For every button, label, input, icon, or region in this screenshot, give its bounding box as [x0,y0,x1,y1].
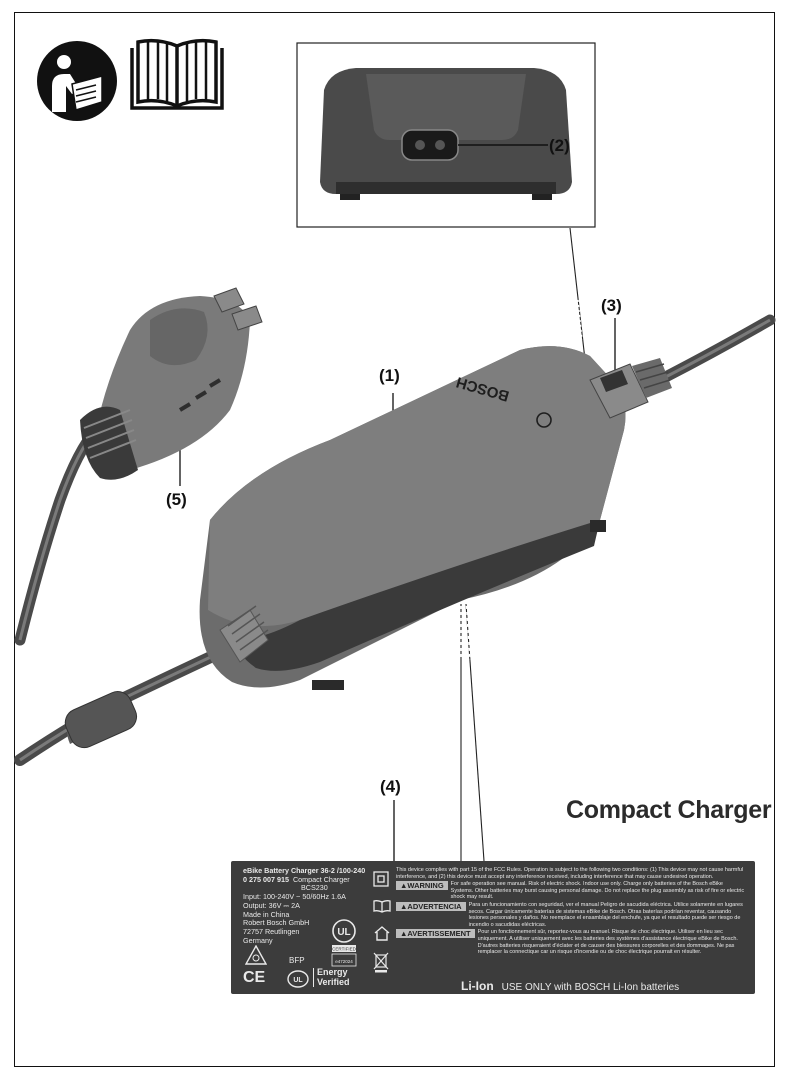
label-part-row: 0 275 007 915 Compact Charger [243,874,371,885]
weee-bin-icon [373,952,389,973]
callout-5: (5) [166,490,187,509]
label-product-name: Compact Charger [292,874,350,884]
warning-badge-es: ▲ADVERTENCIA [396,901,466,911]
ul-num-text: e472024 [335,959,353,964]
page-border [14,12,775,1067]
label-output: Output: 36V ⎓ 2A [243,900,300,910]
manual-book-icon [373,900,391,913]
ul-sub-text: CERTIFIED [332,947,356,952]
battery-note: USE ONLY with BOSCH Li-Ion batteries [501,982,680,993]
label-company: Robert Bosch GmbH [243,918,310,928]
energy-line-1: Energy [317,967,348,977]
callout-4: (4) [380,777,401,796]
double-insulation-icon [373,871,389,887]
callout-1: (1) [379,366,400,385]
warning-text-en: For safe operation see manual. Risk of e… [450,881,745,901]
warning-row-es: ▲ADVERTENCIA Para un funcionamiento con … [396,901,746,928]
battery-type: Li-Ion [461,979,494,993]
warning-row-fr: ▲AVERTISSEMENT Pour un fonctionnement sû… [396,929,746,955]
label-model: BCS230 [301,883,328,893]
book-icon [130,38,224,110]
callout-2: (2) [549,136,570,155]
warning-text-es: Para un funcionamiento con seguridad, ve… [468,901,743,928]
label-warnings: This device complies with part 15 of the… [396,867,746,956]
callout-3: (3) [601,296,622,315]
energy-verified: Energy Verified [313,967,350,987]
ce-mark: CE [243,969,266,986]
ul-text: UL [337,927,350,938]
label-spec-block: eBike Battery Charger 36-2 /100-240 0 27… [243,866,371,945]
label-bfp: BFP [289,956,305,965]
warning-text-fr: Pour un fonctionnement sûr, reportez-vou… [477,929,738,956]
charger-illustration: BOSCH [14,287,776,766]
indoor-use-icon [374,926,390,941]
rating-label: eBike Battery Charger 36-2 /100-240 0 27… [231,861,755,994]
label-product-line: eBike Battery Charger 36-2 /100-240 [243,866,366,875]
read-manual-icon [37,41,117,121]
label-country: Germany [243,935,273,945]
warning-badge-en: ▲WARNING [396,881,448,891]
warning-badge-fr: ▲AVERTISSEMENT [396,929,475,939]
label-address: 72757 Reutlingen [243,926,300,936]
ul-energy-icon: UL [287,970,309,988]
ul-certified-icon: UL CERTIFIED e472024 [331,919,357,967]
label-icon-column [373,867,393,973]
fcc-statement: This device complies with part 15 of the… [396,867,744,880]
battery-note-row: Li-Ion USE ONLY with BOSCH Li-Ion batteri… [461,979,679,993]
triangle-mark-icon [245,945,267,965]
label-part-number: 0 275 007 915 [243,874,289,884]
label-input: Input: 100-240V ~ 50/60Hz 1.6A [243,892,346,902]
inset-detail-box [296,42,596,228]
page-title: Compact Charger [566,796,772,824]
warning-row-en: ▲WARNING For safe operation see manual. … [396,881,746,901]
label-made-in: Made in China [243,909,290,919]
energy-line-2: Verified [317,976,350,987]
ul-energy-text: UL [293,977,303,984]
